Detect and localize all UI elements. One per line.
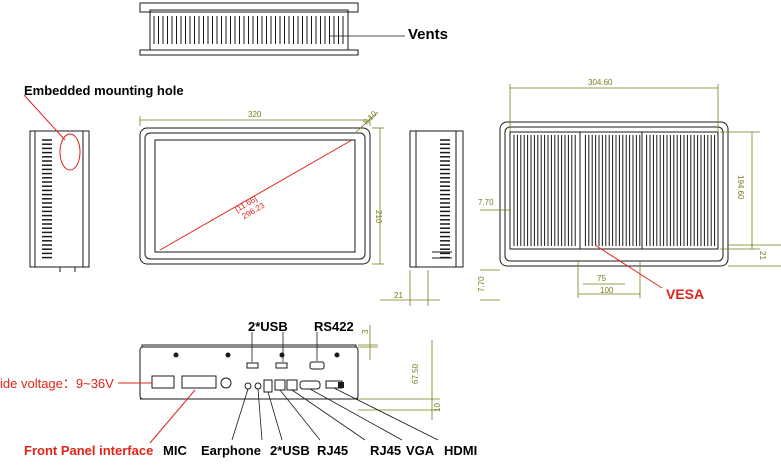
back-depth-dim: 21: [758, 251, 767, 260]
io-leaders: [231, 35, 439, 441]
front-view: [139, 127, 371, 265]
vesa-leader: [594, 244, 663, 289]
back-margin-bottom-dim: 7.70: [477, 276, 486, 292]
back-margin-top-dim: 7.70: [478, 198, 494, 207]
rs422-label: RS422: [314, 319, 354, 334]
mounting-hole-marker: [59, 133, 81, 171]
usb-top-label: 2*USB: [248, 319, 288, 334]
diagonal-line: [159, 139, 353, 251]
front-height-dim: 210: [374, 210, 383, 224]
ground-terminal: [338, 382, 344, 388]
io-red-leaders: [118, 382, 196, 444]
top-view: [139, 2, 359, 56]
rj45-label-2: RJ45: [370, 443, 402, 458]
mic-label: MIC: [163, 443, 187, 458]
vesa-100-dim: 100: [600, 286, 614, 295]
usb-bottom-label: 2*USB: [270, 443, 310, 458]
io-top-dim: 3: [361, 329, 370, 334]
io-view: [139, 344, 359, 400]
top-vent-slots: [153, 16, 344, 44]
wide-voltage-label: ide voltage：9~36V: [0, 376, 114, 391]
front-panel-interface-label: Front Panel interface: [24, 443, 154, 458]
io-dim-lines: [358, 325, 440, 420]
earphone-label: Earphone: [201, 443, 261, 458]
mounting-hole-leader: [23, 94, 66, 141]
back-dim-lines: [480, 84, 781, 301]
right-vent-slots: [440, 139, 450, 259]
mounting-hole-label: Embedded mounting hole: [24, 83, 184, 98]
front-width-dim: 320: [248, 110, 262, 119]
io-bottom-dim: 10: [433, 403, 442, 412]
depth-dim: 21: [394, 291, 403, 300]
io-height-dim: 67.50: [411, 363, 420, 384]
rj45-label-1: RJ45: [317, 443, 349, 458]
hdmi-label: HDMI: [444, 443, 478, 458]
left-side-view: [29, 130, 90, 272]
back-view: [499, 121, 729, 267]
depth-dim-lines: [380, 270, 440, 306]
back-height-dim: 194.60: [736, 175, 745, 200]
front-dim-lines: [139, 111, 384, 265]
right-side-view: [409, 130, 464, 268]
heatsink-fins: [513, 135, 716, 246]
vents-label: Vents: [408, 26, 449, 43]
vga-label: VGA: [406, 443, 435, 458]
vesa-75-dim: 75: [597, 274, 606, 283]
back-width-dim: 304.60: [588, 78, 613, 87]
vesa-label: VESA: [666, 286, 705, 302]
left-vent-slots: [42, 139, 52, 259]
